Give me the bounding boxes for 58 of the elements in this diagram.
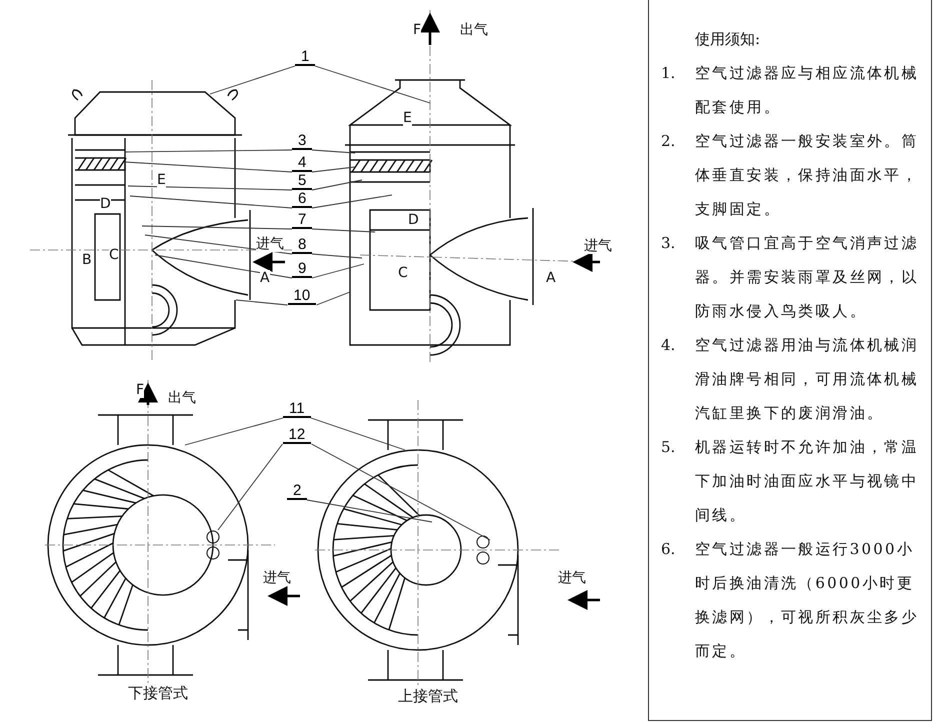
- notes-heading: 使用须知:: [695, 29, 760, 50]
- note-text: 空气过滤器用油与流体机械润滑油牌号相同，可用流体机械汽缸里换下的废润滑油。: [695, 335, 920, 424]
- leader-line: [310, 418, 406, 450]
- leader-line: [314, 66, 430, 104]
- note-text: 空气过滤器一般运行3000小时后换油清洗（6000小时更换滤网），可视所积灰尘多少而定。: [695, 539, 920, 662]
- leader-line: [316, 292, 350, 306]
- leader-line: [128, 186, 292, 190]
- leader-line: [124, 162, 292, 172]
- leader-line: [312, 150, 356, 154]
- leader-line: [306, 500, 432, 522]
- list-number: 6.: [661, 539, 676, 560]
- flow-label: 进气: [558, 570, 586, 586]
- leader-line: [312, 166, 356, 172]
- part-letter: E: [403, 110, 412, 126]
- part-letter: E: [157, 172, 166, 188]
- list-number: 1.: [661, 63, 676, 84]
- leader-line: [312, 194, 392, 208]
- leader-line: [130, 196, 292, 208]
- leader-line: [312, 180, 362, 190]
- callout-number: 11: [283, 401, 311, 418]
- callout-number: 1: [295, 49, 316, 66]
- callout-number: 10: [288, 288, 316, 305]
- flow-label: 进气: [584, 238, 612, 254]
- callout-number: 7: [292, 212, 312, 229]
- leader-line: [312, 254, 362, 258]
- flow-label: 出气: [460, 22, 488, 38]
- list-number: 5.: [661, 437, 676, 458]
- leader-line: [312, 228, 376, 232]
- leader-line: [142, 226, 292, 230]
- leader-line: [124, 150, 292, 152]
- callout-number: 6: [292, 191, 312, 208]
- list-number: 2.: [661, 131, 676, 152]
- leader-line: [210, 66, 296, 94]
- view-caption: 下接管式: [128, 685, 188, 701]
- leader-line: [218, 444, 283, 530]
- flow-label: 进气: [263, 570, 291, 586]
- callout-number: 5: [292, 173, 312, 190]
- flow-label: 出气: [168, 390, 196, 406]
- note-text: 空气过滤器应与相应流体机械配套使用。: [695, 63, 920, 118]
- callout-number: 3: [292, 133, 312, 150]
- axis-letter: F: [136, 382, 144, 398]
- note-text: 空气过滤器一般安装室外。筒体垂直安装，保持油面水平，支脚固定。: [695, 131, 920, 220]
- note-text: 吸气管口宜高于空气消声过滤器。并需安装雨罩及丝网，以防雨水侵入鸟类吸人。: [695, 233, 920, 322]
- callout-number: 2: [287, 483, 308, 500]
- leader-line: [311, 444, 490, 540]
- note-text: 机器运转时不允许加油，常温下加油时油面应水平与视镜中间线。: [695, 437, 920, 526]
- leader-line: [184, 418, 284, 446]
- callout-number: 12: [282, 427, 312, 444]
- leader-line: [154, 254, 292, 278]
- flow-label: 进气: [256, 236, 284, 252]
- view-caption: 上接管式: [398, 688, 458, 704]
- leader-line: [236, 300, 288, 306]
- callout-number: 9: [292, 261, 312, 278]
- list-number: 4.: [661, 335, 676, 356]
- callout-number: 4: [292, 155, 312, 172]
- callout-number: 8: [292, 237, 312, 254]
- leader-line: [312, 264, 364, 278]
- list-number: 3.: [661, 233, 676, 254]
